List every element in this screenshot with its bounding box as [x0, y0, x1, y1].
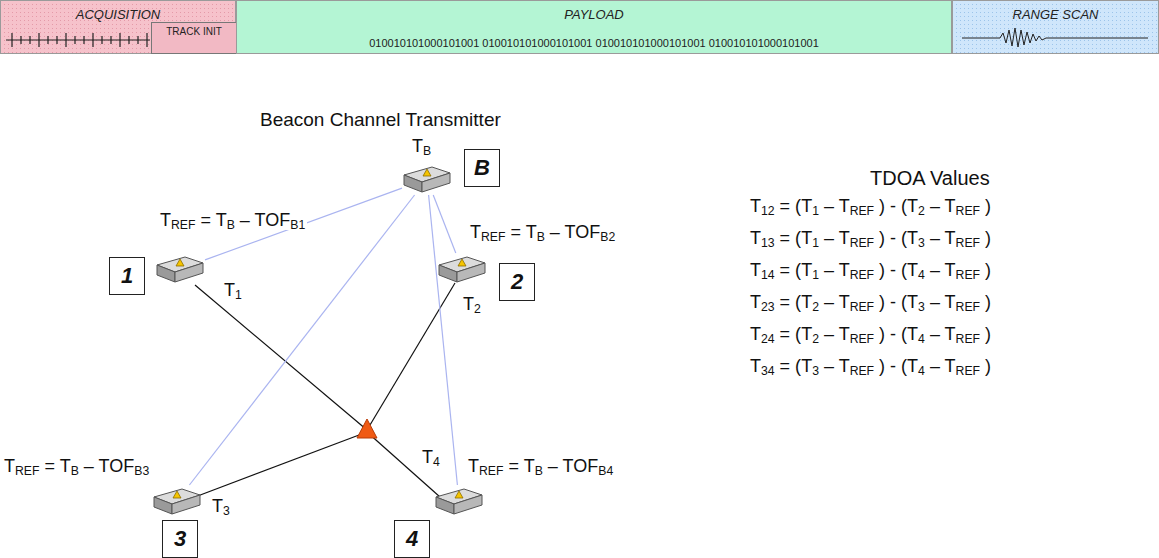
band-title: PAYLOAD — [237, 7, 951, 22]
time-label: T2 — [461, 294, 483, 314]
track-init-box: TRACK INIT — [151, 22, 237, 54]
payload-ground — [236, 0, 952, 54]
device-icon — [402, 163, 452, 195]
receiver-station: 2 — [437, 253, 487, 285]
beacon-transmitter: B — [402, 163, 452, 195]
reference-formula: TREF = TB – TOFB2 — [468, 222, 617, 242]
device-icon — [434, 485, 484, 517]
target-emitter — [357, 419, 377, 438]
payload-band: PAYLOAD 010010101000101001 01001010100010… — [236, 0, 952, 54]
box-text: TRACK INIT — [154, 26, 234, 37]
range-scan-band: RANGE SCAN — [952, 0, 1159, 54]
receiver-station: 1 — [155, 253, 205, 285]
tdoa-equation: T34 = (T3 – TREF ) - (T4 – TREF ) — [748, 356, 993, 376]
device-icon — [152, 485, 202, 517]
station-label: B — [464, 149, 500, 187]
time-label: T1 — [222, 280, 244, 300]
beacon-link — [189, 195, 414, 485]
device-icon — [437, 253, 487, 285]
beacon-link — [433, 195, 456, 253]
tdoa-equation: T23 = (T2 – TREF ) - (T3 – TREF ) — [748, 292, 993, 312]
band-title: RANGE SCAN — [953, 7, 1158, 22]
tdoa-equation: T24 = (T2 – TREF ) - (T4 – TREF ) — [748, 324, 993, 344]
band-title: ACQUISITION — [1, 7, 235, 22]
acquisition-ground — [0, 0, 236, 54]
device-icon — [155, 253, 205, 285]
table-heading: TDOA Values — [868, 168, 992, 188]
reference-formula: TREF = TB – TOFB1 — [158, 210, 307, 230]
station-label: 2 — [499, 263, 535, 301]
payload-bits: 010010101000101001 010010101000101001 01… — [237, 37, 951, 49]
station-label: 1 — [109, 257, 145, 295]
tdoa-equation: T14 = (T1 – TREF ) - (T4 – TREF ) — [748, 260, 993, 280]
acquisition-pulses — [6, 33, 150, 47]
caption-text: Beacon Channel Transmitter — [258, 110, 503, 130]
station-label: 4 — [394, 520, 430, 558]
tdoa-equation: T13 = (T1 – TREF ) - (T3 – TREF ) — [748, 228, 993, 248]
tdoa-equation: T12 = (T1 – TREF ) - (T2 – TREF ) — [748, 196, 993, 216]
time-label: T4 — [420, 447, 442, 467]
reference-formula: TREF = TB – TOFB3 — [2, 456, 151, 476]
station-label: 3 — [162, 520, 198, 558]
receiver-station: 3 — [152, 485, 202, 517]
signal-paths — [195, 283, 455, 497]
time-label: T3 — [210, 496, 232, 516]
reference-formula: TREF = TB – TOFB4 — [466, 456, 615, 476]
range-waveform — [962, 28, 1148, 47]
range-scan-ground — [952, 0, 1159, 54]
time-label: TB — [410, 136, 433, 156]
receiver-station: 4 — [434, 485, 484, 517]
acquisition-band: ACQUISITION TRACK INIT — [0, 0, 236, 54]
beacon-link — [429, 195, 458, 485]
